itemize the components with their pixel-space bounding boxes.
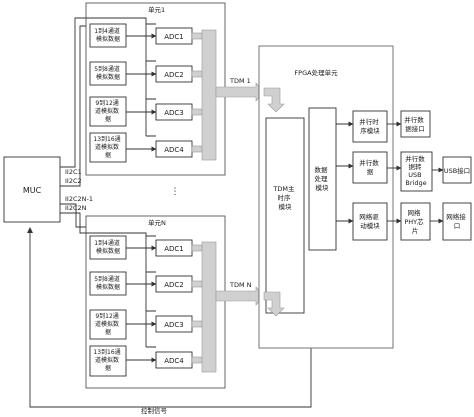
tdmn-into-master-arrow — [263, 291, 285, 317]
unit-1-input-4-label: 13到16通 道模拟数 据 — [93, 135, 122, 159]
i2c-label-3: II2C2N-1 — [65, 195, 93, 203]
mcu-label: MUC — [23, 186, 42, 195]
network-interface-box — [442, 202, 472, 241]
unit-1-adc-2-bus-arrow — [191, 70, 203, 78]
unit-1-input-1-box — [89, 23, 127, 48]
unit-n-adc-3-bus-arrow — [191, 320, 203, 328]
unit-n-adc-3-label: ADC3 — [164, 321, 184, 329]
mcu-box — [3, 156, 61, 223]
unit-separator-dots-left: ⋮ — [171, 187, 180, 197]
unit-n-input-1-label: 1到4通道 模拟数据 — [94, 239, 122, 255]
unit-1-adc-2-label: ADC2 — [164, 71, 184, 79]
parallel-data-interface-box — [400, 110, 431, 138]
control-signal-label: 控制信号 — [141, 406, 168, 415]
unit-n-adc-4-bus-arrow — [191, 356, 203, 364]
network-driver-module-box — [352, 202, 388, 241]
parallel-data-module-label: 并行数 据 — [359, 158, 381, 176]
data-processing-module-box — [308, 107, 337, 251]
i2c1-line — [60, 17, 86, 168]
network-phy-label: 网络 PHY芯 片 — [404, 208, 425, 235]
control-signal-line — [27, 227, 312, 408]
unit-n-title: 单元N — [148, 218, 166, 227]
data-processing-module-label: 数据 处理 模块 — [314, 165, 329, 192]
unit-n-input-2-label: 5到8通道 模拟数据 — [94, 275, 122, 291]
unit-1-input-1-label: 1到4通道 模拟数据 — [94, 27, 122, 43]
usb-interface-label: USB接口 — [444, 166, 470, 175]
unit-n-adc-2-label: ADC2 — [164, 281, 184, 289]
i2c-label-1: II2C1 — [65, 168, 82, 176]
unit-1-adc-4-label: ADC4 — [164, 146, 184, 154]
unit-1-input-3-box — [89, 96, 127, 127]
unit-n-vertical-bus — [201, 241, 217, 373]
tdm1-into-master-arrow — [263, 87, 285, 113]
parallel-timing-module-label: 并行时 序模块 — [359, 117, 381, 135]
usb-bridge-label: 并行数 据转 USB Bridge — [405, 154, 427, 187]
unit-n-tdm-label: TDM N — [229, 281, 252, 289]
unit-1-input-4-box — [89, 132, 127, 163]
usb-bridge-box — [400, 151, 433, 192]
unit-1-input-2-label: 5到8通道 模拟数据 — [94, 65, 122, 81]
parallel-data-interface-label: 并行数 据接口 — [404, 115, 426, 133]
i2c-label-2: II2C2 — [65, 177, 82, 185]
unit-n: 单元N 1到4通道 模拟数据 5到8通道 模拟数据 9到12通 道模拟数 据 1… — [85, 215, 265, 389]
unit-1-adc-1-bus-arrow — [191, 32, 203, 40]
unit-n-input-4-box — [89, 345, 127, 377]
unit-n-input-3-box — [89, 309, 127, 340]
unit-n-config-lines — [86, 232, 156, 348]
unit-1-adc-3-label: ADC3 — [164, 109, 184, 117]
unit-n-input-2-box — [89, 271, 127, 296]
unit-n-input-3-label: 9到12通 道模拟数 据 — [95, 312, 121, 336]
network-driver-module-label: 网络驱 动模块 — [359, 212, 381, 230]
fpga-unit: FPGA处理单元 ⋮ TDM主 时序 模块 数据 处理 模块 并行时 序模块 并… — [258, 45, 394, 349]
unit-n-adc-1-label: ADC1 — [164, 245, 184, 253]
unit-1-adc-1-label: ADC1 — [164, 33, 184, 41]
unit-1-input-3-label: 9到12通 道模拟数 据 — [95, 99, 121, 123]
unit-1-adc-4-bus-arrow — [191, 145, 203, 153]
unit-n-input-1-box — [89, 235, 127, 260]
i2c2-line — [60, 25, 86, 187]
unit-n-input-4-label: 13到16通 道模拟数 据 — [93, 348, 122, 372]
parallel-timing-module-box — [352, 110, 388, 143]
unit-1-input-2-box — [89, 61, 127, 86]
unit-1-vertical-bus — [201, 29, 217, 161]
i2c2n-1-line — [60, 203, 86, 228]
network-interface-label: 网络接 口 — [446, 212, 468, 230]
unit-1-title: 单元1 — [148, 5, 165, 14]
tdm-master-module-label: TDM主 时序 模块 — [272, 184, 296, 211]
unit-n-adc-4-label: ADC4 — [164, 357, 184, 365]
unit-1-config-lines — [86, 17, 156, 137]
tdm-master-module-box — [265, 117, 305, 314]
unit-n-adc-1-bus-arrow — [191, 244, 203, 252]
i2c2n-line — [60, 212, 86, 234]
unit-1: 单元1 1到4通道 模拟数据 5到8通道 模拟数据 9到12通 道模拟数 据 1… — [85, 2, 265, 176]
unit-1-tdm-label: TDM 1 — [229, 77, 251, 85]
unit-1-adc-3-bus-arrow — [191, 108, 203, 116]
fpga-title: FPGA处理单元 — [294, 68, 338, 77]
unit-n-adc-2-bus-arrow — [191, 280, 203, 288]
